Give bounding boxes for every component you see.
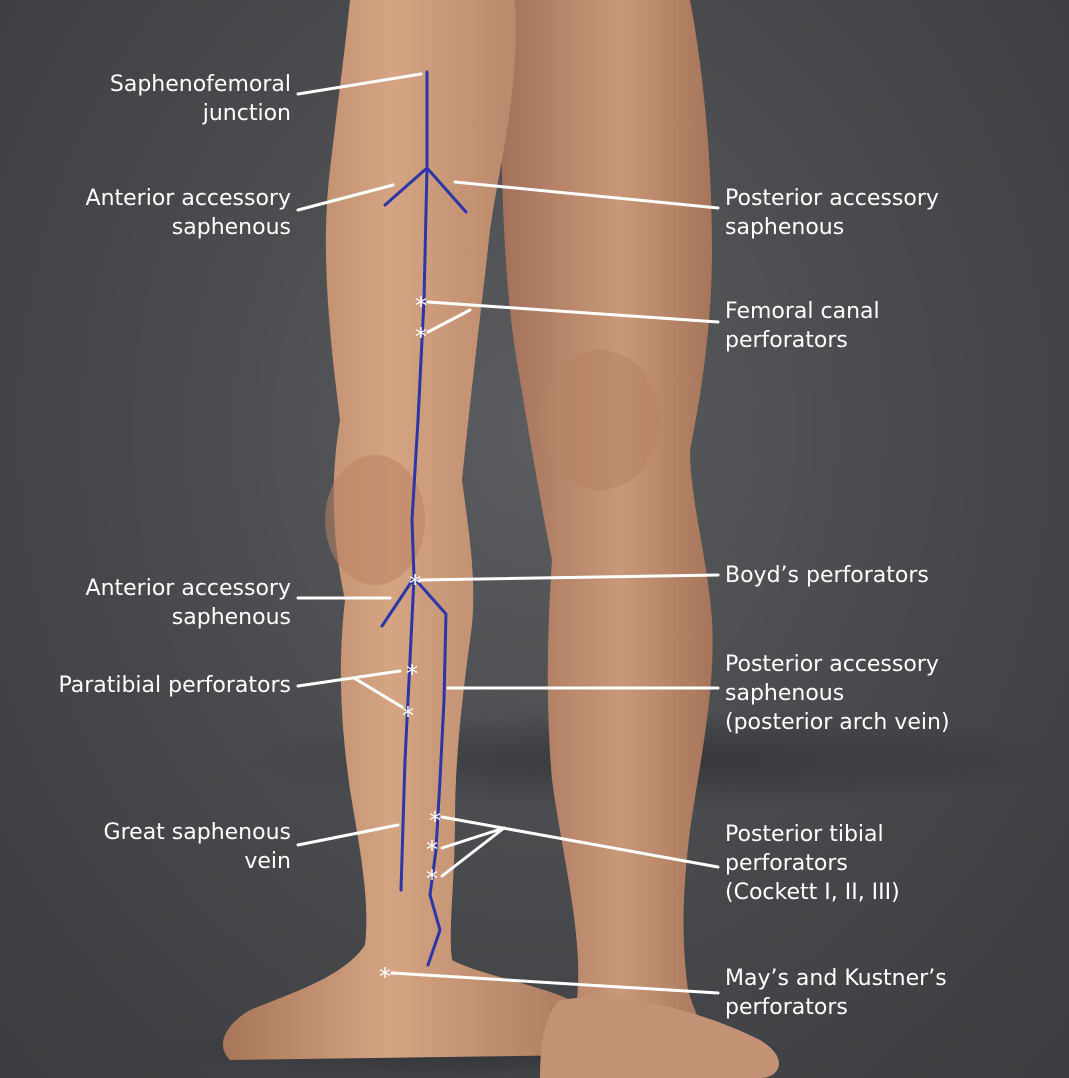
perforator-marker: * — [415, 292, 427, 320]
label-great-saphenous-vein: Great saphenous vein — [104, 818, 291, 876]
perforator-marker: * — [429, 807, 441, 835]
label-anterior-accessory-leg: Anterior accessory saphenous — [86, 574, 291, 632]
label-mays-kustners-perforators: May’s and Kustner’s perforators — [725, 964, 947, 1022]
perforator-marker: * — [426, 836, 438, 864]
perforator-marker: * — [409, 570, 421, 598]
label-posterior-accessory-thigh: Posterior accessory saphenous — [725, 184, 939, 242]
label-boyds-perforators: Boyd’s perforators — [725, 561, 929, 590]
right-leg — [500, 0, 740, 1078]
perforator-marker: * — [379, 963, 391, 991]
label-femoral-canal-perforators: Femoral canal perforators — [725, 297, 880, 355]
perforator-marker: * — [406, 660, 418, 688]
label-posterior-accessory-leg: Posterior accessory saphenous (posterior… — [725, 650, 950, 737]
perforator-marker: * — [426, 865, 438, 893]
label-paratibial-perforators: Paratibial perforators — [58, 671, 291, 700]
perforator-marker: * — [415, 323, 427, 351]
perforator-marker: * — [402, 702, 414, 730]
label-saphenofemoral-junction: Saphenofemoral junction — [110, 70, 291, 128]
left-knee-shade — [325, 455, 425, 585]
label-anterior-accessory-thigh: Anterior accessory saphenous — [86, 184, 291, 242]
right-knee-shade — [540, 350, 660, 490]
label-posterior-tibial-perforators: Posterior tibial perforators (Cockett I,… — [725, 820, 900, 907]
